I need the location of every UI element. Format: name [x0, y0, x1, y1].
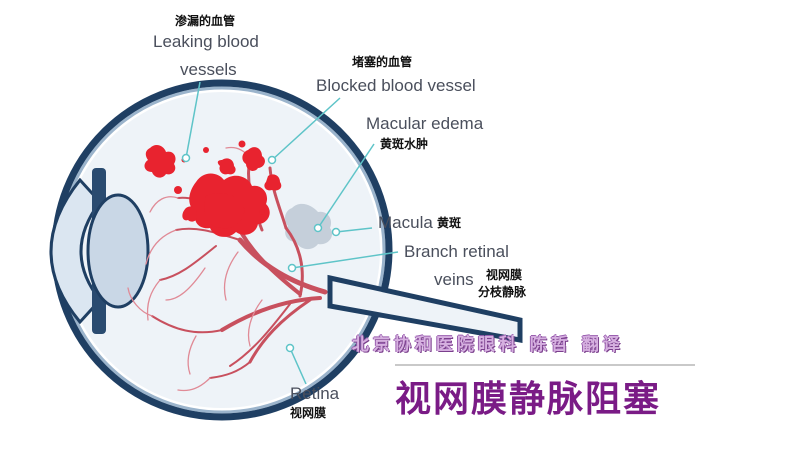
macula-cn-label: 黄斑 — [437, 216, 462, 230]
translator-credit: 北京协和医院眼科 陈哲 翻译 — [352, 335, 624, 355]
leaking-vessels-cn-label: 渗漏的血管 — [175, 14, 236, 28]
leader-dots — [181, 153, 341, 353]
eyeball-interior — [64, 92, 380, 408]
macula-label: Macula — [378, 213, 433, 232]
leaking-vessels-label-line1: Leaking blood — [153, 32, 259, 51]
page-title: 视网膜静脉阻塞 — [395, 378, 662, 420]
macular-edema-cn-label: 黄斑水肿 — [380, 137, 429, 151]
retina-cn-label: 视网膜 — [290, 406, 327, 420]
branch-retinal-veins-label-line1: Branch retinal — [404, 242, 509, 261]
retina-label: Retina — [290, 384, 340, 403]
leaking-vessels-label-line2: vessels — [180, 60, 237, 79]
optic-nerve — [327, 274, 523, 343]
cornea — [49, 177, 102, 325]
macular-edema-label: Macular edema — [366, 114, 484, 133]
leader-lines — [185, 81, 399, 385]
branch-retinal-veins-cn-line2: 分枝静脉 — [478, 285, 527, 299]
macula-spot — [285, 203, 333, 250]
hemorrhages — [144, 140, 282, 237]
retinal-vessels-fine — [127, 146, 263, 392]
blocked-vessel-cn-label: 堵塞的血管 — [352, 55, 413, 69]
branch-retinal-veins-cn-line1: 视网膜 — [486, 268, 523, 282]
title-divider — [395, 364, 695, 366]
branch-retinal-veins-label-line2: veins — [434, 270, 474, 289]
blocked-vessel-label: Blocked blood vessel — [316, 76, 476, 95]
lens — [86, 193, 150, 309]
